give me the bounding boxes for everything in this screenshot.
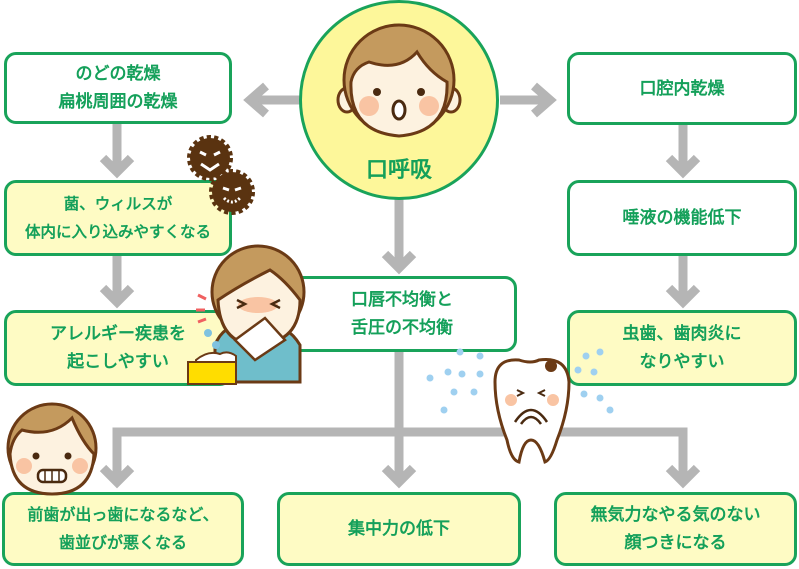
- node-line: 扁桃周囲の乾燥: [58, 92, 178, 112]
- arrowhead: [99, 154, 135, 179]
- node-line: 前歯が出っ歯になるなど、: [27, 505, 219, 524]
- tear-drops: [426, 348, 614, 414]
- node-line: アレルギー疾患を: [50, 324, 186, 344]
- node-line: 集中力の低下: [348, 519, 450, 539]
- arrowhead: [665, 284, 701, 309]
- node-line: 体内に入り込みやすくなる: [24, 223, 211, 241]
- node-mouth-dry: 口腔内乾燥: [567, 52, 797, 125]
- crying-tooth-icon: [493, 357, 571, 464]
- node-line: 舌圧の不均衡: [351, 318, 453, 338]
- node-line: 歯並びが悪くなる: [58, 533, 187, 552]
- node-face: 無気力なやる気のない 顔つきになる: [554, 492, 797, 566]
- sneezing-child-icon: [196, 244, 306, 384]
- arrowhead: [381, 464, 417, 489]
- node-line: 無気力なやる気のない: [590, 505, 761, 525]
- node-line: のどの乾燥: [75, 64, 161, 84]
- germ-icon: [209, 169, 255, 215]
- arrowhead: [381, 250, 417, 275]
- node-saliva: 唾液の機能低下: [567, 180, 797, 256]
- bucktooth-child-icon: [6, 402, 98, 496]
- node-line: 口唇不均衡と: [351, 290, 453, 310]
- node-throat-dry: のどの乾燥 扁桃周囲の乾燥: [4, 52, 232, 124]
- center-label: 口呼吸: [365, 158, 432, 183]
- tissue-box-icon: [187, 351, 237, 385]
- node-concentration: 集中力の低下: [277, 492, 521, 566]
- node-line: 菌、ウィルスが: [63, 195, 173, 213]
- arrowhead: [99, 284, 135, 309]
- arrowhead: [665, 154, 701, 179]
- arrowhead: [665, 464, 701, 489]
- node-line: なりやすい: [639, 352, 725, 372]
- node-teeth-alignment: 前歯が出っ歯になるなど、 歯並びが悪くなる: [2, 492, 244, 566]
- node-lip-tongue: 口唇不均衡と 舌圧の不均衡: [287, 276, 517, 352]
- node-line: 唾液の機能低下: [622, 208, 742, 228]
- node-line: 起こしやすい: [67, 352, 169, 372]
- arrow-branch-bottom: [112, 427, 688, 482]
- node-line: 口腔内乾燥: [639, 78, 725, 99]
- node-bacteria-virus: 菌、ウィルスが 体内に入り込みやすくなる: [4, 180, 232, 256]
- arrowhead: [99, 464, 135, 489]
- arrowhead: [531, 82, 557, 118]
- node-caries: 虫歯、歯肉炎に なりやすい: [567, 310, 797, 386]
- node-line: 虫歯、歯肉炎に: [622, 324, 742, 344]
- arrowhead: [243, 82, 269, 118]
- node-allergy: アレルギー疾患を 起こしやすい: [4, 310, 232, 386]
- node-line: 顔つきになる: [624, 533, 727, 553]
- germ-icon: [187, 135, 233, 181]
